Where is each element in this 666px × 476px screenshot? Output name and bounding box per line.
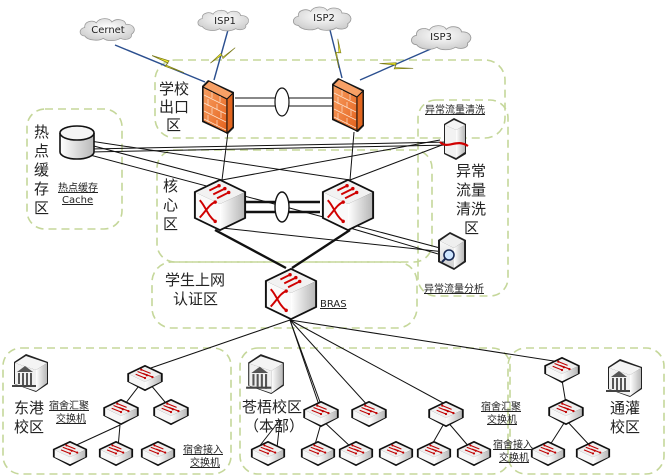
cloud-label: ISP3 [430,32,452,43]
zone-campus-west [507,347,665,475]
cloud-isp2: ISP2 [292,6,352,31]
switch-main-agg-3[interactable] [427,400,465,428]
zone-label-line: 心 [163,196,178,214]
switch-west-acc-2[interactable] [575,440,611,467]
switch-main-acc-2[interactable] [300,440,336,467]
east-agg-switch-label: 宿舍汇聚 [49,399,89,412]
campus-west-name: 通灌 [610,399,640,417]
switch-east-core[interactable] [126,364,164,392]
cloud-label: ISP2 [313,13,335,24]
switch-east-agg-1[interactable] [102,398,140,426]
cloud-cernet: Cernet [79,18,135,42]
zone-label-line: 流量 [456,181,486,199]
building-icon-main [246,354,284,394]
switch-east-acc-1[interactable] [52,440,88,467]
east-agg-switch-label: 交换机 [56,412,86,425]
zone-label-exit: 学校 出口 区 [159,80,189,134]
zone-campus-main [239,347,511,475]
zone-label-line: 区 [464,219,479,237]
switch-main-acc-4[interactable] [378,440,414,467]
west-acc-switch-label: 交换机 [499,451,529,464]
switch-west-acc-1[interactable] [530,440,566,467]
zone-label-line: 出口 [159,98,189,116]
cloud-isp3: ISP3 [410,25,472,51]
zone-label-line: 存 [34,180,49,198]
bras-label: BRAS [320,299,347,310]
traffic-cleaning-device-icon[interactable] [439,118,469,160]
bras-switch[interactable] [263,266,319,322]
zone-label-line: 异常 [456,162,486,180]
wan-links [114,29,434,83]
firewall-right[interactable] [331,77,365,133]
zone-campus-east [2,347,232,475]
campus-main-name: 苍梧校区 [242,398,302,416]
east-acc-switch-label: 交换机 [190,456,220,469]
links [69,87,593,449]
zone-label-cleaning: 异常 流量 清洗 区 [456,162,486,237]
zone-label-auth: 学生上网 认证区 [165,271,225,308]
zone-cache [26,108,123,230]
bolt-isp3 [379,52,414,80]
building-icon-east [12,354,48,392]
campus-west-name: 校区 [610,418,640,436]
west-agg-switch-label: 交换机 [487,413,517,426]
cleaner-device-label: 异常流量清洗 [425,103,485,116]
cloud-label: ISP1 [214,16,236,27]
zone-cleaning [417,99,509,297]
west-acc-switch-label: 宿舍接入 [493,438,533,451]
bolt-isp1 [209,40,236,71]
zone-label-line: 认证区 [173,290,218,308]
zone-label-line: 区 [163,215,178,233]
switch-west-agg[interactable] [547,398,585,426]
cloud-label: Cernet [91,25,125,36]
campus-east-name: 校区 [14,418,44,436]
switch-main-acc-3[interactable] [338,440,374,467]
switch-main-acc-5[interactable] [416,440,452,467]
firewall-left[interactable] [201,79,235,135]
building-icon-west [606,359,642,397]
core-switch-right[interactable] [320,177,376,233]
zone-label-line: 清洗 [456,200,486,218]
east-acc-switch-label: 宿舍接入 [183,443,223,456]
analyzer-device-label: 异常流量分析 [424,282,484,295]
cache-device-label-en: Cache [62,195,93,206]
cloud-isp1: ISP1 [197,9,250,32]
core-switch-left[interactable] [192,177,248,233]
link-aggregation-core [274,191,290,223]
zone-label-line: 区 [34,199,49,217]
cache-server-icon[interactable] [59,125,95,160]
zone-label-core: 核 心 区 [163,177,178,233]
switch-east-agg-2[interactable] [152,398,190,426]
zone-label-line: 热 [34,123,49,141]
switch-main-agg-2[interactable] [350,400,388,428]
zone-core [156,149,433,263]
zone-label-line: 核 [163,177,178,195]
zone-label-line: 区 [166,116,181,134]
zone-label-line: 缓 [34,161,49,179]
zone-label-line: 学校 [159,80,189,98]
switch-east-acc-3[interactable] [140,440,176,467]
switch-main-agg-1[interactable] [302,400,340,428]
zone-label-line: 点 [34,142,49,160]
zone-exit [154,59,506,139]
switch-east-acc-2[interactable] [98,440,134,467]
cache-device-label: 热点缓存 [58,181,98,194]
bolt-isp2 [325,38,352,69]
zone-label-line: 学生上网 [165,271,225,289]
campus-east-name: 东港 [14,399,44,417]
switch-main-acc-1[interactable] [250,440,286,467]
west-agg-switch-label: 宿舍汇聚 [481,400,521,413]
zone-label-cache: 热 点 缓 存 区 [34,123,49,217]
switch-main-acc-6[interactable] [456,440,492,467]
campus-main-name: （本部） [244,417,304,435]
link-aggregation-exit [274,87,290,117]
traffic-analysis-device-icon[interactable] [438,232,466,270]
